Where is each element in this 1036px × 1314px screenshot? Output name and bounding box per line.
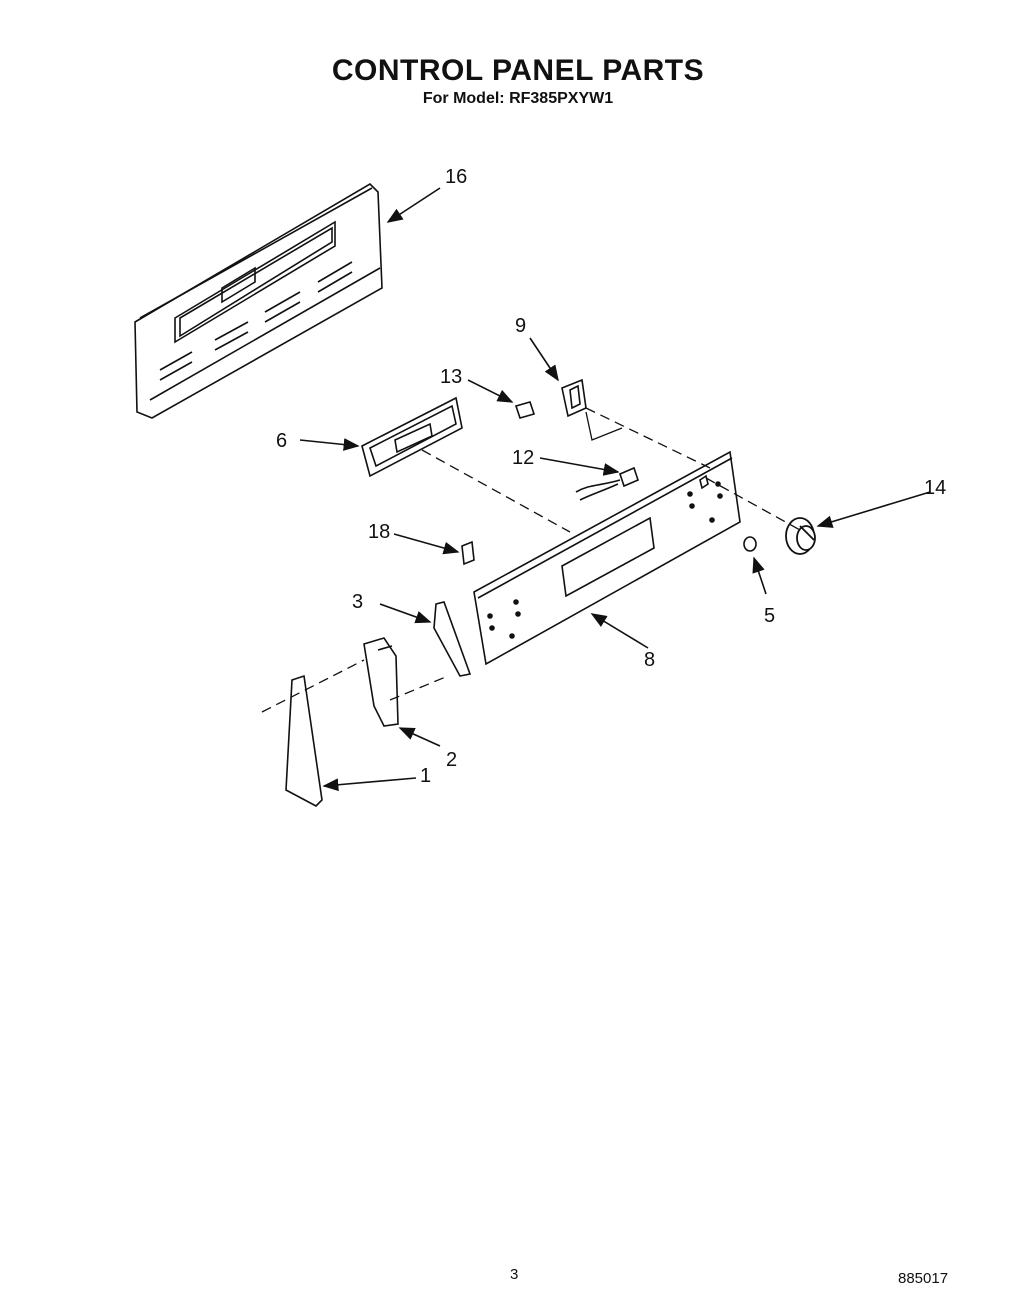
callout-18: 18 — [368, 521, 390, 543]
model-subtitle: For Model: RF385PXYW1 — [0, 90, 1036, 108]
side-piece-part-3 — [433, 601, 472, 677]
button-part-5 — [743, 536, 757, 552]
page-title: CONTROL PANEL PARTS — [331, 54, 705, 87]
callout-16: 16 — [445, 166, 467, 188]
switch-part-9 — [561, 378, 587, 418]
clock-control-part-6 — [361, 396, 463, 478]
document-number: 885017 — [898, 1270, 949, 1287]
callout-12: 12 — [512, 447, 534, 469]
clip-part-18 — [461, 540, 475, 566]
callout-13: 13 — [440, 366, 462, 388]
wire-harness-part-12 — [575, 466, 639, 501]
callout-3: 3 — [352, 591, 363, 613]
model-prefix: For Model: — [422, 90, 505, 107]
control-panel-part-8 — [473, 450, 741, 666]
callout-8: 8 — [644, 649, 655, 671]
page-number: 3 — [510, 1266, 519, 1283]
end-cap-part-1 — [285, 674, 323, 807]
callout-1: 1 — [420, 765, 431, 787]
callout-14: 14 — [924, 477, 946, 499]
callout-2: 2 — [446, 749, 457, 771]
connector-part-13 — [514, 401, 536, 419]
wire-lead — [585, 411, 623, 441]
callout-6: 6 — [276, 430, 287, 452]
callout-9: 9 — [515, 315, 526, 337]
knob-part-14 — [785, 517, 816, 555]
model-number: RF385PXYW1 — [509, 90, 614, 107]
callout-5: 5 — [764, 605, 775, 627]
assembly-lines — [261, 407, 801, 713]
bracket-part-2 — [363, 637, 399, 727]
back-panel-part-16 — [134, 182, 383, 419]
